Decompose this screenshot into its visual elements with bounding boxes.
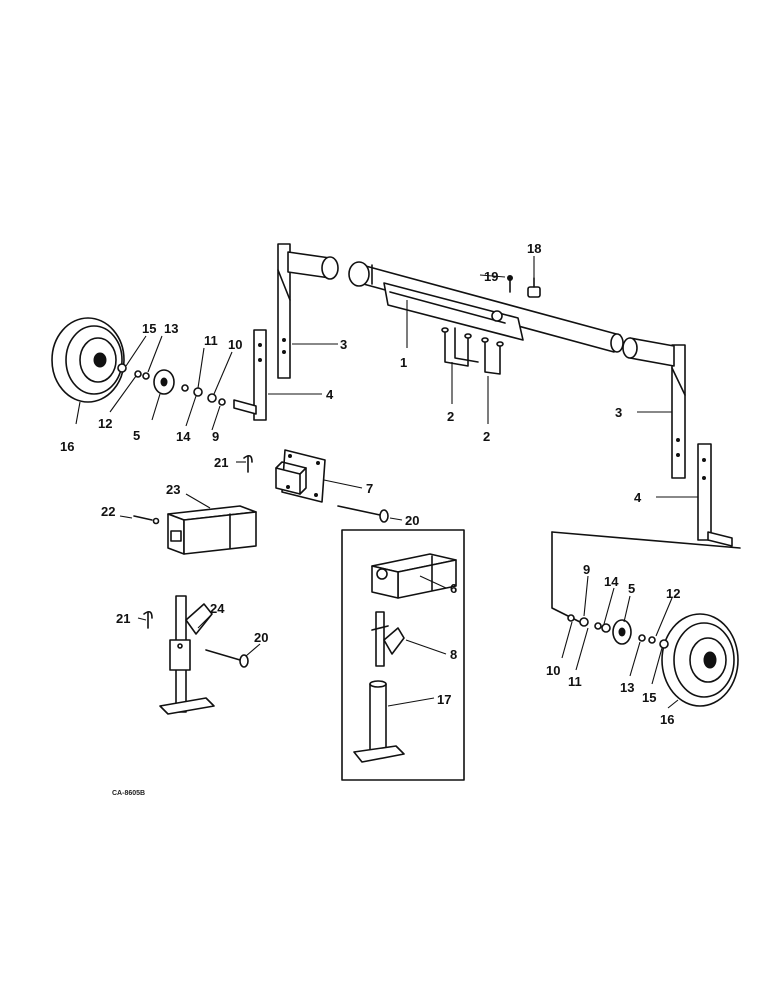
callout-4: 4 xyxy=(326,387,334,402)
figure-code: CA-8605B xyxy=(112,790,145,797)
callout-16: 16 xyxy=(660,712,674,727)
right-wheel xyxy=(661,613,739,707)
pin-22 xyxy=(133,515,160,525)
callout-10: 10 xyxy=(228,337,242,352)
left-spindle xyxy=(233,329,267,421)
callout-20: 20 xyxy=(254,630,268,645)
right-arm xyxy=(622,337,686,479)
callout-9: 9 xyxy=(212,429,219,444)
left-wheel xyxy=(51,317,125,403)
callout-21: 21 xyxy=(214,455,228,470)
jack-bracket-8 xyxy=(371,611,405,667)
callout-11: 11 xyxy=(204,333,218,348)
callout-19: 19 xyxy=(484,269,498,284)
clip-19 xyxy=(507,275,513,293)
clip-21-upper xyxy=(243,454,253,473)
left-hub-parts xyxy=(117,363,226,406)
callout-22: 22 xyxy=(101,504,115,519)
callout-4: 4 xyxy=(634,490,642,505)
callout-labels: 18 19 3 1 2 2 3 4 4 15 13 11 10 12 5 14 … xyxy=(60,241,680,797)
callout-15: 15 xyxy=(642,690,656,705)
clip-21-lower xyxy=(143,610,153,629)
callout-14: 14 xyxy=(176,429,191,444)
pin-18 xyxy=(527,277,541,298)
callout-12: 12 xyxy=(98,416,112,431)
callout-2: 2 xyxy=(447,409,454,424)
callout-15: 15 xyxy=(142,321,156,336)
callout-21: 21 xyxy=(116,611,130,626)
tongue-6 xyxy=(371,553,457,599)
callout-13: 13 xyxy=(164,321,178,336)
callout-24: 24 xyxy=(210,601,225,616)
callout-5: 5 xyxy=(133,428,140,443)
callout-16: 16 xyxy=(60,439,74,454)
right-hub-parts xyxy=(551,531,741,649)
callout-11: 11 xyxy=(568,674,582,689)
mount-plate xyxy=(275,449,326,503)
callout-1: 1 xyxy=(400,355,407,370)
callout-7: 7 xyxy=(366,481,373,496)
callout-13: 13 xyxy=(620,680,634,695)
callout-3: 3 xyxy=(340,337,347,352)
callout-17: 17 xyxy=(437,692,451,707)
callout-14: 14 xyxy=(604,574,619,589)
tongue-23 xyxy=(167,505,257,555)
callout-23: 23 xyxy=(166,482,180,497)
callout-6: 6 xyxy=(450,581,457,596)
callout-3: 3 xyxy=(615,405,622,420)
callout-12: 12 xyxy=(666,586,680,601)
callout-2: 2 xyxy=(483,429,490,444)
callout-18: 18 xyxy=(527,241,541,256)
callout-8: 8 xyxy=(450,647,457,662)
jack-foot-17 xyxy=(353,680,405,763)
right-spindle xyxy=(697,443,733,547)
left-arm xyxy=(277,243,339,379)
callout-20: 20 xyxy=(405,513,419,528)
bolt-20-lower xyxy=(205,649,249,668)
main-axle-tube xyxy=(348,261,624,353)
callout-10: 10 xyxy=(546,663,560,678)
inset-box xyxy=(341,529,465,781)
bolt-20-upper xyxy=(337,505,389,523)
callout-5: 5 xyxy=(628,581,635,596)
leader-lines xyxy=(75,256,698,709)
u-bolts xyxy=(441,327,504,375)
jack-24 xyxy=(159,595,215,715)
callout-9: 9 xyxy=(583,562,590,577)
